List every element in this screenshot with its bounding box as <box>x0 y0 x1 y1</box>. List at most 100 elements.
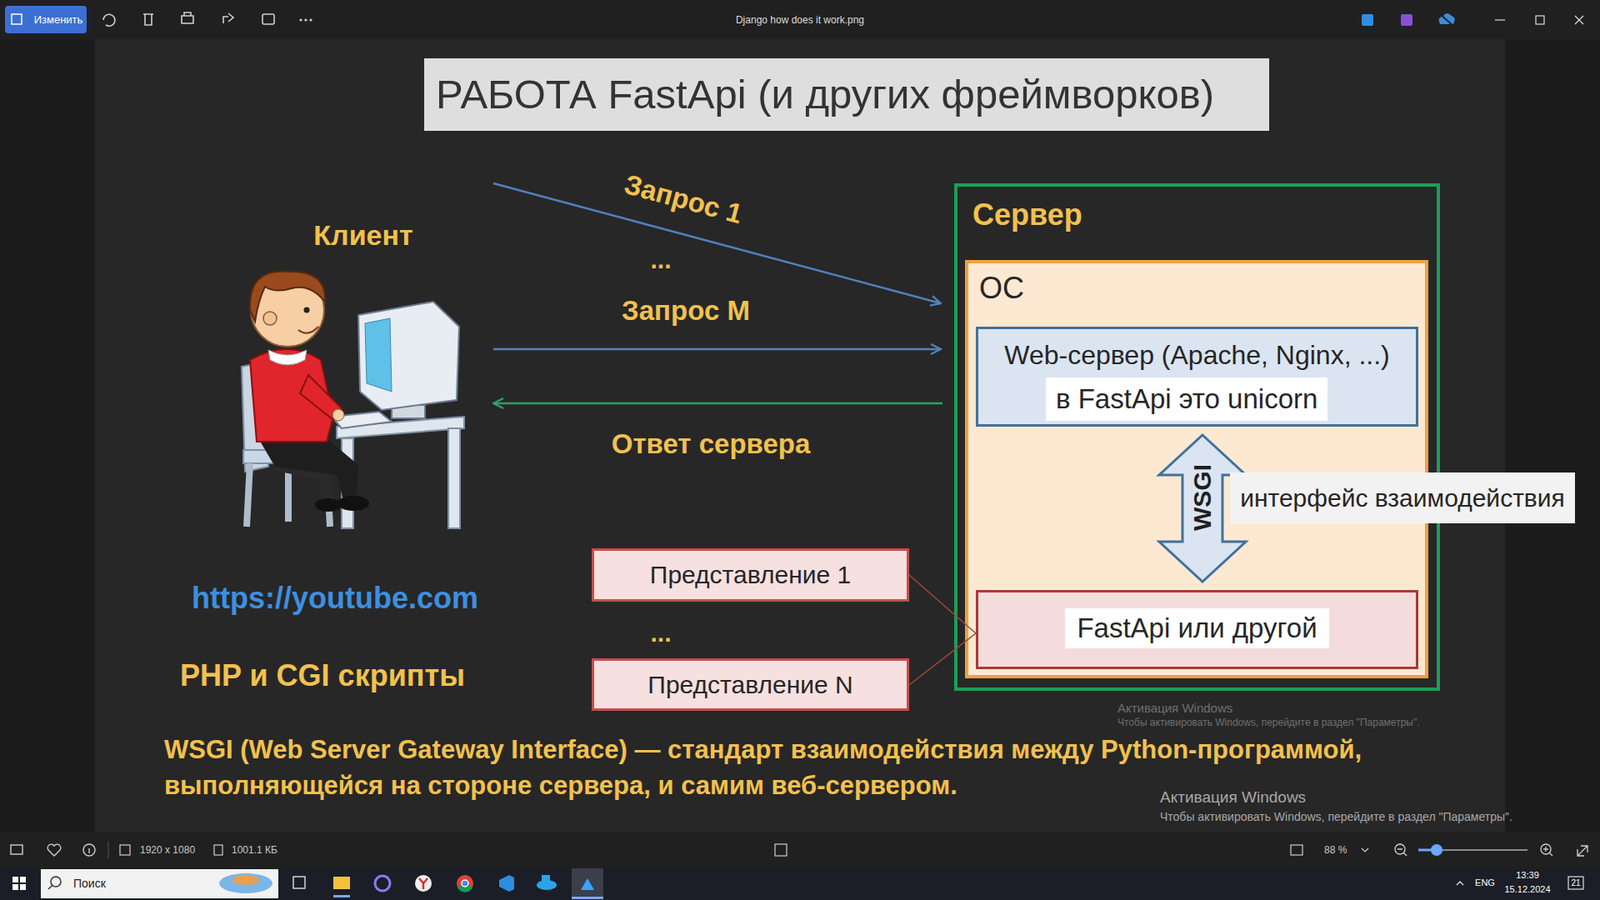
request-arrow <box>493 348 941 351</box>
node-label: Сервер <box>972 196 1083 233</box>
connector-label: Запрос M <box>621 294 750 328</box>
callout-note: интерфейс взаимодействия <box>1230 472 1575 524</box>
maximize-button <box>1535 15 1545 25</box>
active-marker <box>571 896 604 900</box>
note-text: PHP и CGI скрипты <box>180 657 465 694</box>
notification-icon <box>1568 876 1584 890</box>
client-group: Клиент <box>233 166 494 542</box>
minimize-button <box>1495 19 1505 20</box>
browser-icon <box>419 878 428 890</box>
filmstrip-icon <box>10 845 23 855</box>
more-icon <box>299 18 302 21</box>
client-illustration <box>250 271 325 322</box>
node-label: Представление 1 <box>650 560 851 590</box>
framework-box: FastApi или другой <box>975 590 1419 670</box>
assistant-icon <box>375 875 390 891</box>
search-picture <box>219 873 273 894</box>
search-picture <box>232 875 260 885</box>
web-server-box: Web-сервер (Apache, Nginx, ...) в FastApi… <box>975 326 1419 427</box>
response-arrow <box>493 402 943 405</box>
watermark: Активация Windows <box>1117 700 1233 716</box>
status-bar <box>0 831 1600 868</box>
file-name: Django how does it work.png <box>735 14 865 26</box>
zoom-knob <box>1430 844 1443 856</box>
separator <box>108 841 110 859</box>
client-illustration <box>365 318 392 392</box>
button-label: Изменить <box>34 13 84 27</box>
client-illustration <box>263 311 277 325</box>
chrome-icon <box>456 875 474 892</box>
node-note: в FastApi это unicorn <box>1045 377 1328 421</box>
status-bar <box>0 831 1600 868</box>
server-box: СерверОС Web-сервер (Apache, Nginx, ...) в… <box>954 183 1440 691</box>
fit-icon <box>775 844 787 856</box>
connectors <box>493 183 1246 685</box>
edit-button <box>5 5 87 34</box>
watermark: Активация Windows <box>1160 788 1306 808</box>
example-url: https://youtube.com <box>191 580 479 616</box>
delete-icon <box>143 14 154 25</box>
more-icon <box>309 18 312 21</box>
top-toolbar <box>0 0 1600 40</box>
client-illustration <box>337 495 370 511</box>
start-button <box>20 876 26 883</box>
browser-icon <box>415 875 432 892</box>
image-size: 1920 x 1080 <box>140 844 195 856</box>
notification-count: 21 <box>1570 878 1580 889</box>
app-icon <box>1400 14 1413 26</box>
client-illustration <box>448 428 460 529</box>
node-label: Представление N <box>647 670 853 700</box>
client-illustration <box>315 498 342 512</box>
more-icon <box>304 18 307 21</box>
slide-ground <box>95 39 1505 832</box>
zoom-in <box>1543 846 1553 856</box>
chrome-icon <box>461 880 469 887</box>
ellipsis: ... <box>650 618 671 649</box>
view-box: Представление N <box>591 658 910 711</box>
code-editor-icon <box>499 875 515 892</box>
slide-title: РАБОТА FastApi (и других фреймворков) <box>424 58 1270 131</box>
node-label: FastApi или другой <box>1065 608 1329 649</box>
close-button <box>1575 15 1584 25</box>
explorer-icon <box>333 876 350 890</box>
client-illustration <box>258 438 359 500</box>
node-label: Клиент <box>313 218 413 253</box>
search-icon <box>48 885 53 890</box>
zoom-menu <box>1361 848 1369 852</box>
file-size: 1001.1 КБ <box>231 844 278 856</box>
rotate-icon <box>103 14 115 26</box>
language-indicator: ENG <box>1475 877 1495 889</box>
zoom-out <box>1397 849 1407 856</box>
view-link <box>909 575 976 634</box>
active-app-highlight <box>571 868 604 900</box>
docker-icon <box>541 875 550 882</box>
clock-date: 15.12.2024 <box>1504 884 1550 895</box>
search-placeholder: Поиск <box>73 876 106 891</box>
favorite-icon <box>47 844 61 856</box>
task-view-icon <box>293 876 305 889</box>
actual-size-icon <box>1290 845 1303 855</box>
zoom-level: 88 % <box>1324 844 1347 856</box>
print-icon <box>181 12 194 24</box>
active-marker <box>333 895 350 898</box>
node-label: Web-сервер (Apache, Nginx, ...) <box>1004 339 1390 371</box>
client-illustration <box>268 350 307 365</box>
start-button <box>12 884 19 890</box>
photos-icon <box>580 878 595 890</box>
client-illustration <box>304 307 310 314</box>
taskbar <box>0 867 1600 900</box>
view-link <box>909 633 976 685</box>
info-icon <box>83 844 95 856</box>
tray-chevron <box>1456 881 1464 885</box>
client-illustration <box>298 326 319 334</box>
client-illustration <box>332 409 345 421</box>
cloud-icon <box>1439 13 1455 27</box>
node-label: ОС <box>979 270 1025 306</box>
connector-label: Ответ сервера <box>611 427 811 461</box>
edit-icon <box>11 14 22 25</box>
info-icon <box>88 848 90 854</box>
start-button <box>20 884 26 890</box>
client-illustration <box>241 271 465 529</box>
